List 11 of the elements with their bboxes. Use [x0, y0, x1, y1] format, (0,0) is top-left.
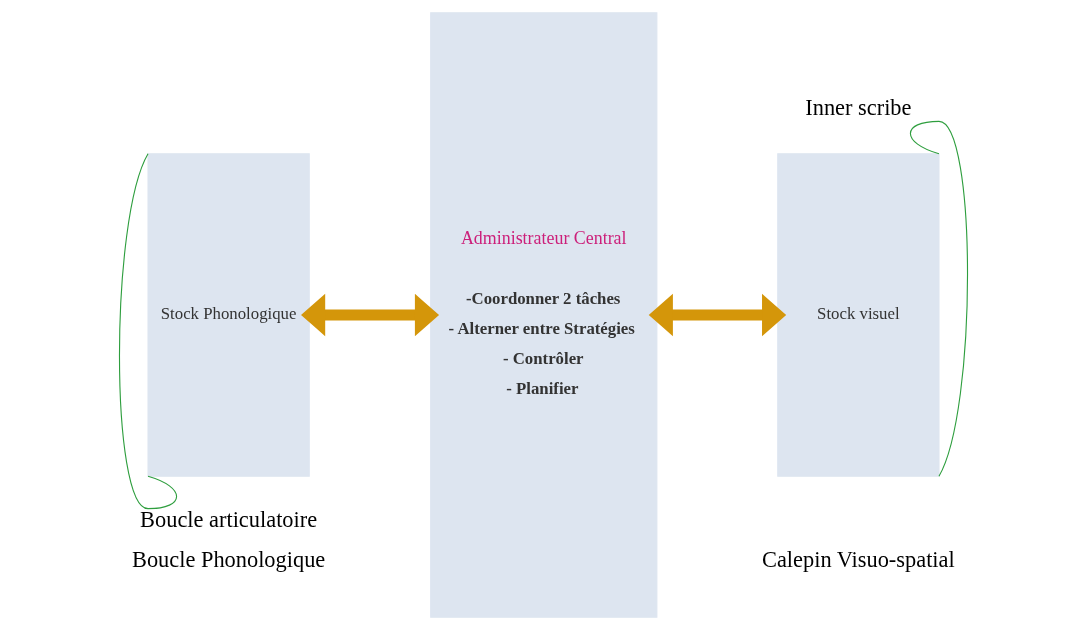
node-box: Stock Phonologique: [147, 153, 310, 477]
edge-label: Inner scribe: [805, 94, 912, 120]
arrow: [301, 293, 440, 337]
node-box: Stock visuel: [777, 153, 940, 477]
connector: [909, 120, 969, 477]
node-label: Boucle Phonologique: [131, 546, 326, 572]
arrow: [648, 293, 787, 337]
node-box: Administrateur Central -Coordonner 2 tâches - Alterner entre Stratégies - Contrôler - Planifier: [430, 12, 658, 618]
edge-label: Boucle articulatoire: [140, 506, 318, 532]
node-label: Calepin Visuo-spatial: [761, 546, 955, 572]
connector: [118, 153, 178, 510]
